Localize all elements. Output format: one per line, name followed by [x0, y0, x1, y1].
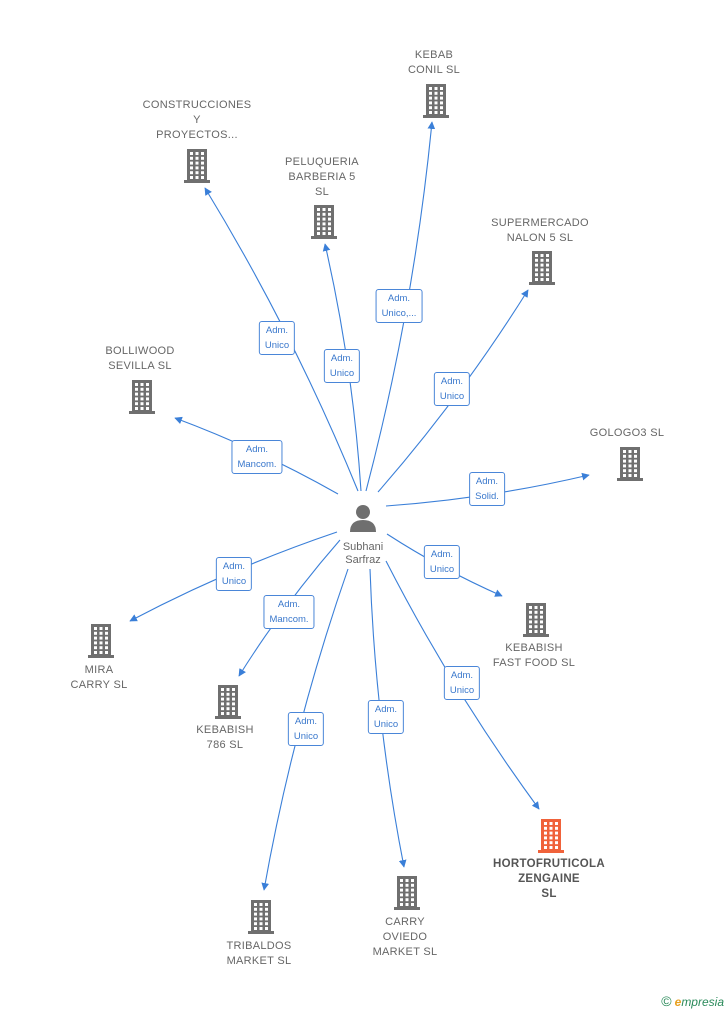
building-icon[interactable] [88, 624, 114, 658]
role-badge-gologo3[interactable]: Adm. Solid. [469, 472, 505, 506]
company-label-supermercado[interactable]: SUPERMERCADO NALON 5 SL [491, 217, 589, 244]
company-label-peluqueria[interactable]: PELUQUERIA BARBERIA 5 SL [285, 156, 359, 198]
company-label-carry-oviedo[interactable]: CARRY OVIEDO MARKET SL [372, 916, 438, 958]
building-icon[interactable] [248, 900, 274, 934]
company-label-kebab-conil[interactable]: KEBAB CONIL SL [407, 49, 461, 76]
building-icon[interactable] [423, 84, 449, 118]
building-icon[interactable] [617, 447, 643, 481]
role-badge-supermercado[interactable]: Adm. Unico [433, 372, 471, 406]
copyright-symbol: © [661, 993, 672, 1009]
role-badge-hortofruticola[interactable]: Adm. Unico [443, 666, 481, 700]
company-label-hortofruticola[interactable]: HORTOFRUTICOLA ZENGAINE SL [493, 858, 605, 900]
company-label-kebabish-786[interactable]: KEBABISH 786 SL [196, 724, 254, 751]
role-badge-carry-oviedo[interactable]: Adm. Unico [367, 700, 405, 734]
building-icon[interactable] [184, 149, 210, 183]
building-icon[interactable] [394, 876, 420, 910]
company-label-tribaldos[interactable]: TRIBALDOS MARKET SL [226, 940, 292, 967]
building-icon[interactable] [215, 685, 241, 719]
center-person-name[interactable]: Subhani Sarfraz [342, 541, 384, 566]
role-badge-peluqueria[interactable]: Adm. Unico [323, 349, 361, 383]
company-label-gologo3[interactable]: GOLOGO3 SL [589, 427, 665, 439]
role-badge-kebabish-786[interactable]: Adm. Mancom. [263, 595, 315, 629]
company-label-mira-carry[interactable]: MIRA CARRY SL [70, 664, 128, 691]
role-badge-kebabish-fast[interactable]: Adm. Unico [423, 545, 461, 579]
building-icon[interactable] [129, 380, 155, 414]
empresia-logo: ©empresia [661, 993, 724, 1009]
building-icon[interactable] [523, 603, 549, 637]
company-label-kebabish-fast[interactable]: KEBABISH FAST FOOD SL [492, 642, 576, 669]
role-badge-kebab-conil[interactable]: Adm. Unico,... [375, 289, 423, 323]
company-label-bolliwood[interactable]: BOLLIWOOD SEVILLA SL [105, 345, 175, 372]
person-icon[interactable] [350, 505, 376, 532]
company-label-construcciones[interactable]: CONSTRUCCIONES Y PROYECTOS... [142, 99, 252, 141]
building-icon[interactable] [529, 251, 555, 285]
building-icon[interactable] [538, 819, 564, 853]
role-badge-bolliwood[interactable]: Adm. Mancom. [231, 440, 283, 474]
role-badge-tribaldos[interactable]: Adm. Unico [287, 712, 325, 746]
role-badge-construcciones[interactable]: Adm. Unico [258, 321, 296, 355]
building-icon[interactable] [311, 205, 337, 239]
role-badge-mira-carry[interactable]: Adm. Unico [215, 557, 253, 591]
